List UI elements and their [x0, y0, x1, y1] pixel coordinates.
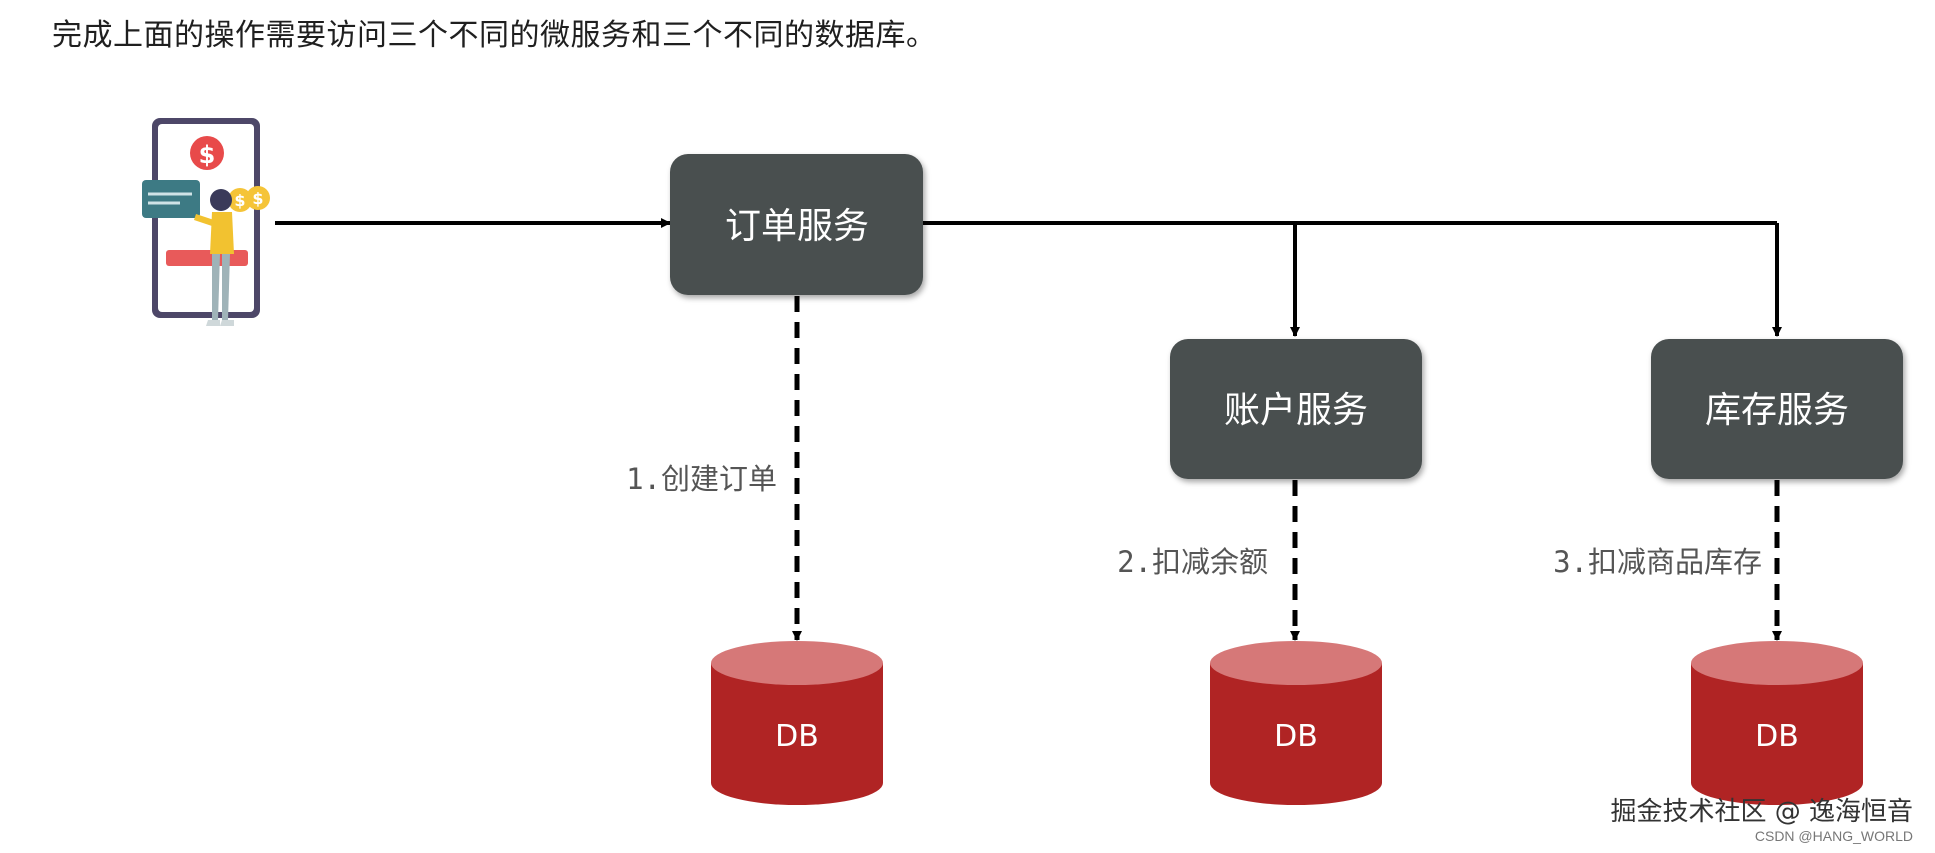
mobile-payment-illustration: $ $ $ [142, 118, 270, 326]
order-service-box: 订单服务 [670, 154, 923, 295]
inventory-db-label: DB [1755, 719, 1799, 754]
person-figure [194, 189, 234, 326]
account-database: DB [1210, 641, 1382, 805]
credit-card-icon [142, 180, 200, 218]
account-service-label: 账户服务 [1224, 390, 1368, 431]
account-db-label: DB [1274, 719, 1318, 754]
svg-text:$: $ [234, 191, 245, 210]
inventory-service-box: 库存服务 [1651, 339, 1903, 479]
intro-text: 完成上面的操作需要访问三个不同的微服务和三个不同的数据库。 [52, 18, 937, 53]
step-label-order: 1.创建订单 [626, 462, 777, 496]
account-service-box: 账户服务 [1170, 339, 1422, 479]
watermark-sub: CSDN @HANG_WORLD [1754, 828, 1913, 844]
order-service-label: 订单服务 [725, 206, 869, 247]
watermark-main: 掘金技术社区 @ 逸海恒音 [1610, 797, 1913, 827]
order-database: DB [711, 641, 883, 805]
dollar-coin-icon: $ [190, 136, 224, 170]
gold-coins-icon: $ $ [228, 186, 270, 212]
svg-text:$: $ [199, 141, 216, 169]
inventory-service-label: 库存服务 [1705, 390, 1849, 431]
step-label-inventory: 3.扣减商品库存 [1553, 545, 1762, 579]
watermark: 掘金技术社区 @ 逸海恒音 CSDN @HANG_WORLD [1610, 796, 1913, 844]
svg-text:$: $ [252, 189, 263, 208]
pay-button-shape [166, 250, 248, 266]
inventory-database: DB [1691, 641, 1863, 805]
order-db-label: DB [775, 719, 819, 754]
step-label-account: 2.扣减余额 [1117, 545, 1268, 579]
